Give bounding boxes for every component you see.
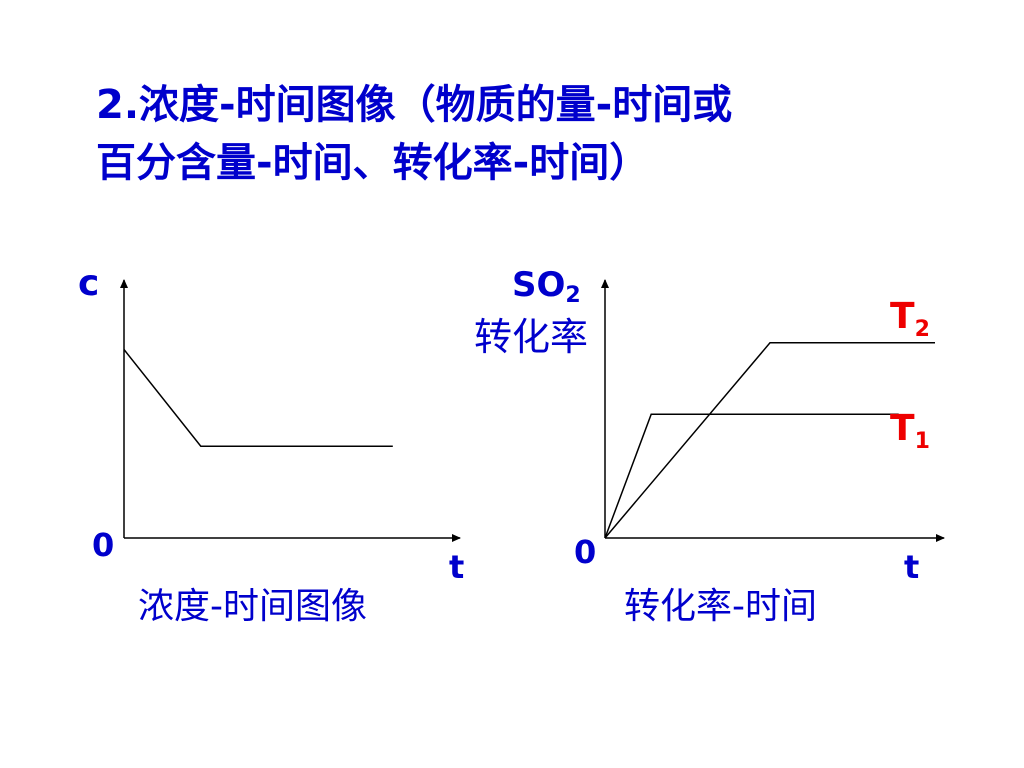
slide-title: 2.浓度-时间图像（物质的量-时间或 百分含量-时间、转化率-时间） [96, 76, 956, 192]
chart2-legend-t2: T2 [890, 296, 930, 342]
title-line-1: 2.浓度-时间图像（物质的量-时间或 [96, 82, 733, 128]
chart2-title: 转化率-时间 [624, 586, 817, 627]
chart2-y-label: SO2 [512, 265, 581, 308]
chart1-y-label: c [78, 263, 99, 304]
chart2-legend-t1: T1 [890, 408, 930, 454]
chart1-x-label: t [449, 548, 464, 586]
chart2-x-label: t [904, 548, 919, 586]
chart2-y-label-line2: 转化率 [474, 315, 588, 359]
chart-conversion-time: SO2 转化率 T2 T1 0 t 转化率-时间 [474, 265, 945, 627]
title-line-2: 百分含量-时间、转化率-时间） [96, 140, 650, 186]
chart1-origin-label: 0 [92, 526, 114, 564]
chart1-series-line [123, 349, 393, 447]
chart-concentration-time: c 0 t 浓度-时间图像 [78, 263, 464, 627]
chart2-series-t2-line [604, 342, 935, 539]
chart1-title: 浓度-时间图像 [138, 586, 367, 627]
chart2-series-t1-line [604, 413, 899, 539]
chart2-origin-label: 0 [574, 533, 596, 571]
